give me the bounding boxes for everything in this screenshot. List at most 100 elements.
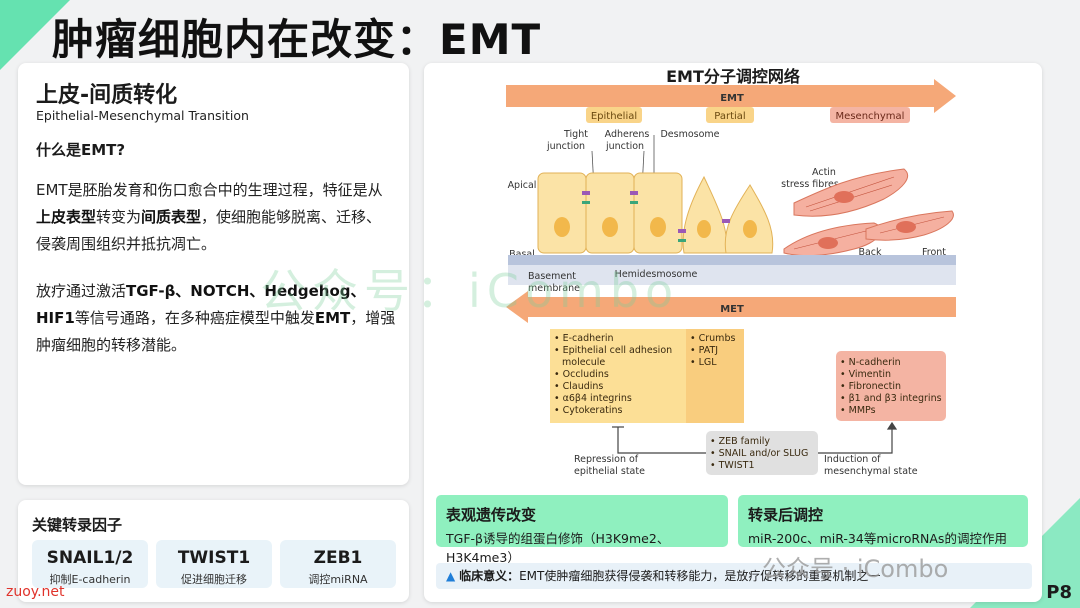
factor-name: ZEB1: [313, 548, 363, 568]
factor-desc: 促进细胞迁移: [181, 573, 247, 586]
marker-mesenchymal_markers-2: • Fibronectin: [840, 381, 901, 392]
epigenetic-title: 表观遗传改变: [446, 506, 537, 524]
marker-epithelial_markers-2: molecule: [562, 357, 605, 368]
junction-markers: [582, 191, 730, 233]
label-adherens-junction: junction: [605, 141, 644, 152]
partial-cells: [682, 175, 774, 254]
marker-mesenchymal_markers-3: • β1 and β3 integrins: [840, 393, 942, 404]
question-heading: 什么是EMT?: [36, 141, 126, 159]
regulation-connectors: [612, 421, 898, 454]
factor-zeb1: ZEB1 调控miRNA: [280, 540, 396, 588]
clinical-text: EMT使肿瘤细胞获得侵袭和转移能力，是放疗促转移的重要机制之一: [519, 569, 881, 583]
label-induction-state: mesenchymal state: [824, 466, 918, 477]
label-adherens: Adherens: [605, 129, 650, 140]
factor-name: TWIST1: [177, 548, 251, 568]
label-front: Front: [922, 247, 946, 258]
bold-term: 上皮表型: [36, 208, 97, 226]
info-triangle-icon: ▲: [446, 569, 456, 583]
marker-tf_markers-1: • SNAIL and/or SLUG: [710, 448, 808, 459]
radiotherapy-paragraph: 放疗通过激活TGF-β、NOTCH、Hedgehog、HIF1等信号通路，在多种…: [36, 278, 396, 359]
tf-markers-list: • ZEB family• SNAIL and/or SLUG• TWIST1: [710, 436, 808, 471]
marker-mesenchymal_markers-0: • N-cadherin: [840, 357, 901, 368]
text-span: 转变为: [96, 208, 142, 226]
posttranscriptional-box: 转录后调控 miR-200c、miR-34等microRNAs的调控作用: [738, 495, 1028, 547]
marker-polarity_markers-1: • PATJ: [690, 345, 718, 356]
text-span: ，使细胞能够脱离、迁移、侵袭周围组织并抵抗凋亡。: [36, 208, 382, 253]
polarity-markers-list: • Crumbs• PATJ• LGL: [690, 333, 735, 368]
page-number: P8: [1046, 582, 1072, 603]
factor-name: SNAIL1/2: [46, 548, 134, 568]
marker-mesenchymal_markers-4: • MMPs: [840, 405, 876, 416]
marker-mesenchymal_markers-1: • Vimentin: [840, 369, 891, 380]
state-tag-mesenchymal: [830, 107, 910, 123]
basement-membrane-bar: [508, 255, 956, 265]
factor-desc: 调控miRNA: [308, 573, 368, 586]
label-back: Back: [858, 247, 882, 258]
met-arrow: MET: [506, 291, 956, 323]
polarity-markers-box: [686, 329, 744, 423]
text-span: EMT是胚胎发育和伤口愈合中的生理过程，特征是从: [36, 181, 383, 199]
label-induction: Induction of: [824, 454, 881, 465]
definition-paragraph: EMT是胚胎发育和伤口愈合中的生理过程，特征是从上皮表型转变为间质表型，使细胞能…: [36, 177, 396, 258]
transcription-factors-card: 关键转录因子 SNAIL1/2 抑制E-cadherin TWIST1 促进细胞…: [18, 500, 409, 602]
emt-network-card: EMT分子调控网络 EMT Epithelial Partial Mesench…: [424, 63, 1042, 602]
marker-epithelial_markers-3: • Occludins: [554, 369, 609, 380]
state-label-partial: Partial: [714, 111, 745, 122]
marker-epithelial_markers-1: • Epithelial cell adhesion: [554, 345, 672, 356]
posttranscriptional-desc: miR-200c、miR-34等microRNAs的调控作用: [748, 531, 1007, 546]
epigenetic-box: 表观遗传改变 TGF-β诱导的组蛋白修饰（H3K9me2、H3K4me3）: [436, 495, 728, 565]
factor-snail: SNAIL1/2 抑制E-cadherin: [32, 540, 148, 588]
label-tight: Tight: [563, 129, 588, 140]
text-span: 等信号通路，在多种癌症模型中触发: [74, 309, 315, 327]
marker-polarity_markers-0: • Crumbs: [690, 333, 735, 344]
epithelial-markers-list: • E-cadherin• Epithelial cell adhesionmo…: [554, 333, 672, 416]
label-stress-fibres: stress fibres: [781, 179, 839, 190]
corner-decoration-top-left: [0, 0, 70, 70]
page-title: 肿瘤细胞内在改变：EMT: [52, 15, 542, 64]
label-hemidesmosome: Hemidesmosome: [615, 269, 698, 280]
state-tag-partial: [706, 107, 754, 123]
section-subheading: Epithelial-Mesenchymal Transition: [36, 108, 249, 123]
label-basement: Basement: [528, 271, 576, 282]
label-membrane: membrane: [528, 283, 580, 294]
epithelial-cells: [537, 172, 683, 254]
marker-tf_markers-0: • ZEB family: [710, 436, 770, 447]
label-apical: Apical: [508, 180, 537, 191]
label-actin: Actin: [812, 167, 836, 178]
epigenetic-desc: TGF-β诱导的组蛋白修饰（H3K9me2、H3K4me3）: [446, 531, 670, 565]
marker-tf_markers-2: • TWIST1: [710, 460, 755, 471]
factors-title: 关键转录因子: [32, 516, 123, 534]
state-label-epithelial: Epithelial: [591, 111, 637, 122]
label-basal: Basal: [509, 249, 535, 260]
label-repression-state: epithelial state: [574, 466, 645, 477]
emt-diagram: EMT Epithelial Partial Mesenchymal Tight…: [506, 79, 956, 477]
cell-nuclei: [554, 217, 666, 237]
marker-epithelial_markers-0: • E-cadherin: [554, 333, 614, 344]
factor-desc: 抑制E-cadherin: [49, 573, 131, 586]
marker-epithelial_markers-6: • Cytokeratins: [554, 405, 623, 416]
bold-term: 间质表型: [141, 208, 202, 226]
label-repression: Repression of: [574, 454, 639, 465]
met-arrow-label: MET: [720, 304, 744, 315]
mesenchymal-markers-list: • N-cadherin• Vimentin• Fibronectin• β1 …: [840, 357, 942, 416]
state-tag-epithelial: [586, 107, 642, 123]
emt-arrow-label: EMT: [720, 93, 744, 104]
clinical-significance-bar: ▲ 临床意义：EMT使肿瘤细胞获得侵袭和转移能力，是放疗促转移的重要机制之一: [436, 563, 1032, 589]
marker-epithelial_markers-5: • α6β4 integrins: [554, 393, 632, 404]
tf-markers-box: [706, 431, 818, 475]
account-watermark: 公众号 · iCombo: [762, 555, 949, 583]
epithelial-markers-box: [550, 329, 686, 423]
marker-polarity_markers-2: • LGL: [690, 357, 717, 368]
label-desmosome: Desmosome: [660, 129, 719, 140]
section-heading: 上皮-间质转化: [36, 83, 178, 108]
state-label-mesenchymal: Mesenchymal: [836, 111, 905, 122]
site-watermark: zuoy.net: [6, 584, 65, 600]
posttranscriptional-title: 转录后调控: [748, 506, 824, 524]
factor-twist1: TWIST1 促进细胞迁移: [156, 540, 272, 588]
bold-term: EMT: [314, 309, 351, 327]
bold-term: TGF-β、NOTCH、Hedgehog、HIF1: [36, 282, 366, 327]
mesenchymal-markers-box: [836, 351, 946, 421]
text-span: 放疗通过激活: [36, 282, 127, 300]
marker-epithelial_markers-4: • Claudins: [554, 381, 603, 392]
emt-arrow: EMT: [506, 79, 956, 113]
